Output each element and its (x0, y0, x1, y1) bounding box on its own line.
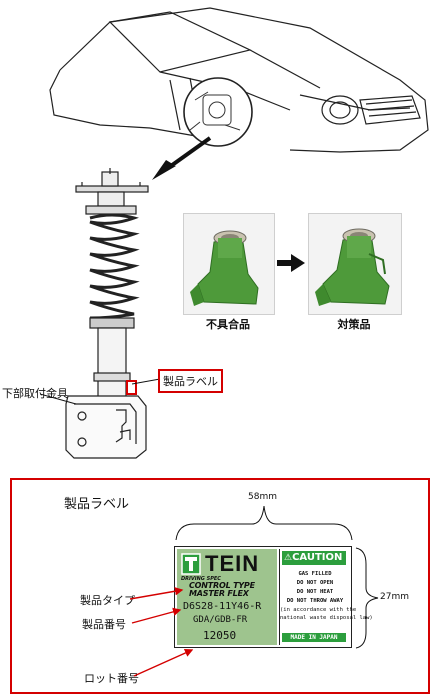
arrow-down-left-icon (152, 160, 176, 180)
leader-line (132, 378, 161, 385)
lower-bracket-drawing (65, 395, 147, 459)
leader-line (40, 394, 77, 405)
arrow-right-icon (277, 254, 305, 272)
width-brace (175, 505, 353, 541)
caution-line: GAS FILLED (298, 571, 332, 577)
caution-line: national waste disposal law) (280, 615, 373, 621)
product-label-card: TEIN DRIVING SPEC CONTROL TYPE MASTER FL… (174, 546, 373, 648)
caution-title: CAUTION (292, 552, 343, 563)
product-label-callout: 製品ラベル (158, 369, 223, 393)
caution-panel: ⚠CAUTION GAS FILLED DO NOT OPEN DO NOT H… (279, 549, 373, 645)
product-code: D6S28-11Y46-R (183, 601, 262, 612)
driving-spec: DRIVING SPEC (181, 576, 221, 582)
caution-header: ⚠CAUTION (282, 551, 346, 565)
coilover-strut (75, 168, 149, 409)
detail-title: 製品ラベル (64, 497, 130, 512)
lot-code: 12050 (203, 629, 237, 642)
defective-part-photo (183, 213, 275, 315)
label-green-panel: TEIN DRIVING SPEC CONTROL TYPE MASTER FL… (177, 549, 277, 645)
product-label-detail-frame (10, 478, 430, 694)
caution-line: DO NOT THROW AWAY (286, 598, 344, 604)
lot-number-label: ロット番号 (84, 672, 139, 685)
callout-arrows (130, 587, 194, 677)
height-brace (355, 547, 379, 649)
warning-icon: ⚠ (284, 553, 293, 563)
product-label-marker (126, 380, 137, 395)
car-illustration (49, 7, 429, 165)
countermeasure-part-photo (308, 213, 402, 315)
made-in-japan: MADE IN JAPAN (282, 633, 346, 642)
product-type-label: 製品タイプ (80, 594, 135, 607)
wheel-hub-highlight (183, 77, 253, 147)
master-flex-text: MASTER FLEX (189, 589, 249, 598)
defective-caption: 不具合品 (206, 318, 250, 331)
product-number-label: 製品番号 (82, 618, 126, 631)
width-dimension: 58mm (248, 492, 277, 502)
height-dimension: 27mm (380, 592, 409, 602)
caution-line: (in accordance with the (280, 607, 357, 613)
application-code: GDA/GDB-FR (193, 615, 248, 625)
caution-line: DO NOT OPEN (296, 580, 334, 586)
tein-logo: TEIN (181, 551, 275, 576)
caution-line: DO NOT HEAT (296, 589, 334, 595)
brand-text: TEIN (205, 551, 260, 576)
countermeasure-caption: 対策品 (337, 318, 371, 331)
control-type-text: CONTROL TYPE (189, 581, 255, 590)
